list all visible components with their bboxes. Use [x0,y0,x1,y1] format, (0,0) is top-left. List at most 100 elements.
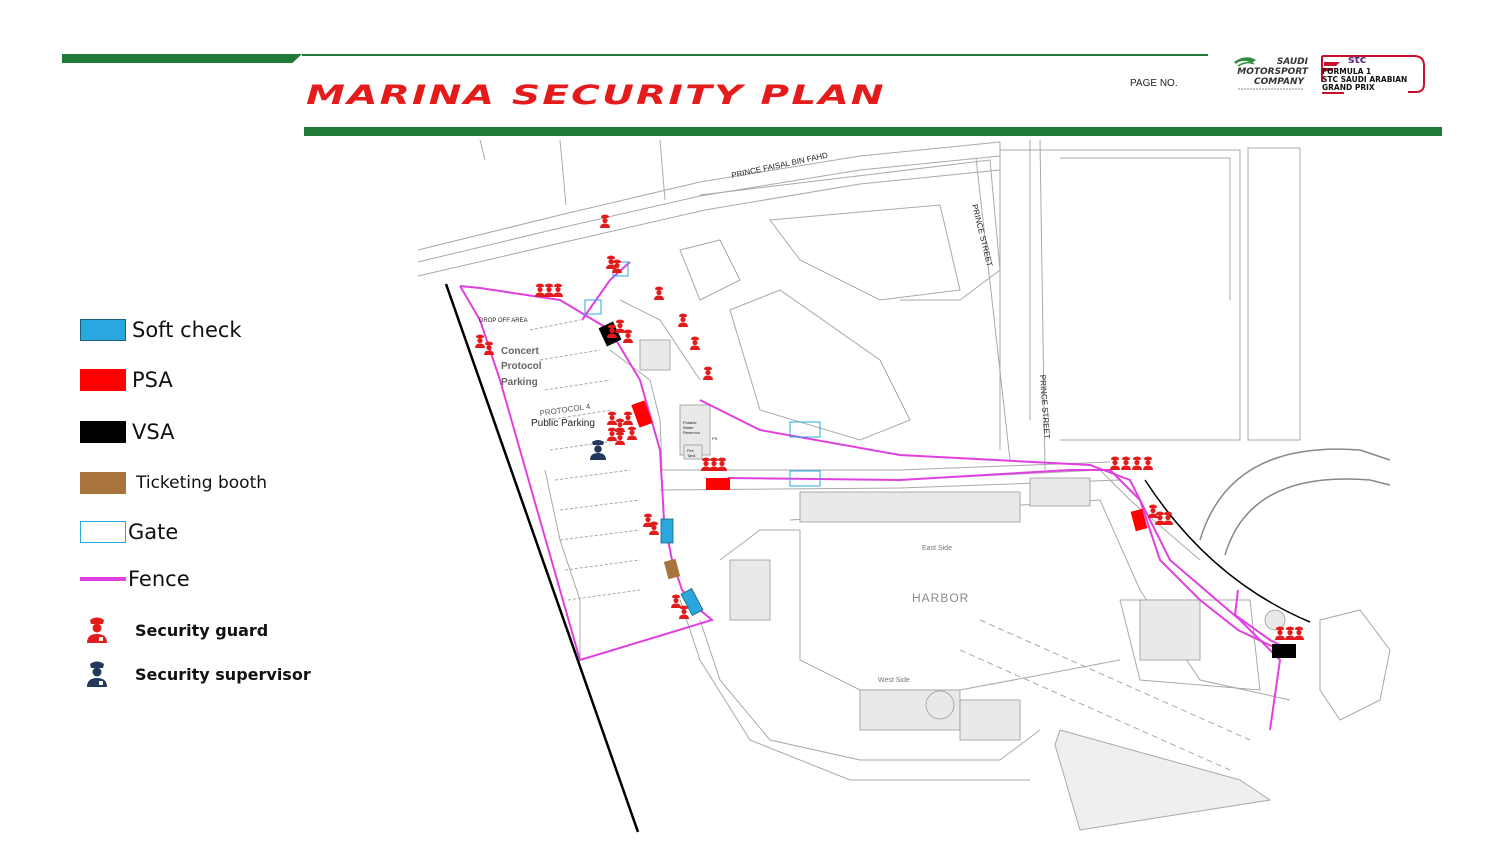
map-label-potable: Potable [683,420,697,425]
gates [584,261,821,487]
psa-marker [1130,508,1148,532]
security-guard-marker [475,334,485,348]
road-label-prince-street-upper: PRINCE STREET [970,203,994,267]
map-label-protocol4: PROTOCOL 4 [539,402,591,418]
legend-label-fence: Fence [128,567,190,591]
security-guard-marker [1285,626,1295,640]
gate-marker [789,470,821,487]
legend-item-ticketing-booth: Ticketing booth [80,472,267,494]
map-label-parking: Parking [501,377,538,388]
map-label-tank: Tank [687,453,695,458]
legend-label-vsa: VSA [132,420,175,444]
fence-lines [459,261,1291,731]
security-guard-marker [615,418,625,432]
map-label-public-parking: Public Parking [531,418,595,429]
security-guard-marker [484,341,494,355]
soft-check-marker [680,588,704,616]
security-guard-marker [654,286,664,300]
ticketing-booth-swatch [80,472,126,494]
security-guard-marker [671,594,681,608]
gate-swatch [80,521,126,543]
road-label-prince-street-lower: PRINCE STREET [1038,375,1051,440]
top-accent-bar [62,54,1208,64]
map-label-drop-off: DROP OFF AREA [479,318,528,324]
vsa-marker [1272,644,1296,658]
logo-text-company: COMPANY [1254,77,1305,87]
legend-item-fence: Fence [80,567,190,591]
legend-label-ticketing-booth: Ticketing booth [136,473,268,493]
map-label-harbor: HARBOR [912,591,969,605]
fence-swatch [80,568,126,590]
legend-item-vsa: VSA [80,420,174,444]
legend-item-psa: PSA [80,368,173,392]
security-guard-marker [615,431,625,445]
security-guard-marker [627,426,637,440]
security-guard-icon [87,617,107,643]
perimeter-black-line [444,283,640,833]
map-label-protocol: Protocol [501,361,542,372]
psa-markers [631,400,1148,532]
security-guard-marker [1294,626,1304,640]
map-label-east-side: East Side [922,545,952,552]
map-label-west-side: West Side [878,677,910,684]
security-guard-marker [1143,456,1153,470]
security-guard-marker [1110,456,1120,470]
psa-swatch [80,369,126,391]
soft-check-markers [660,518,704,616]
legend-label-psa: PSA [132,368,173,392]
security-guard-marker [535,283,545,297]
psa-marker [631,400,653,428]
vsa-swatch [80,421,126,443]
page-number-label: PAGE NO. [1130,78,1178,89]
track-black-line [1144,479,1311,623]
legend-label-soft-check: Soft check [132,318,242,342]
legend-item-soft-check: Soft check [80,318,242,342]
security-guard-marker [600,214,610,228]
security-guard-marker [615,319,625,333]
logo-text-grand-prix: GRAND PRIX [1322,83,1375,92]
road-label-prince-faisal: PRINCE FAISAL BIN FAHD [731,151,829,180]
map-label-reservoir: Reservoir [683,430,701,435]
security-supervisor-marker [590,440,606,460]
logo-text-motorsport: MOTORSPORT [1237,67,1309,77]
legend-item-security-supervisor: Security supervisor [84,660,311,688]
f1-stc-logo: stc FORMULA 1 STC SAUDI ARABIAN GRAND PR… [1318,52,1428,94]
security-guard-marker [607,427,617,441]
security-guard-marker [1132,456,1142,470]
soft-check-marker [660,518,674,544]
gate-marker [584,299,602,315]
saudi-motorsport-logo: SAUDI MOTORSPORT COMPANY [1232,54,1310,92]
map-label-water: Water [683,425,694,430]
legend-item-gate: Gate [80,520,178,544]
logo-text-formula1: FORMULA 1 [1322,67,1371,76]
legend-label-security-guard: Security guard [135,620,269,640]
legend-label-gate: Gate [128,520,179,544]
security-guard-markers [475,214,1304,640]
page-title: MARINA SECURITY PLAN [306,80,886,111]
map-label-ps: PS [712,436,718,441]
logo-text-stc: stc [1348,53,1366,66]
security-guard-marker [553,283,563,297]
map-buildings [639,339,1286,741]
security-guard-marker [649,521,659,535]
security-guard-marker [607,411,617,425]
security-guard-marker [678,313,688,327]
security-guard-marker [544,283,554,297]
security-guard-marker [1275,626,1285,640]
map-label-concert: Concert [501,346,539,357]
security-guard-marker [1148,504,1158,518]
title-underline-bar [304,127,1442,136]
map-label-fire: Fire [687,448,695,453]
security-guard-marker [623,411,633,425]
legend-item-security-guard: Security guard [84,616,268,644]
security-guard-marker [690,336,700,350]
map-linework [417,139,1391,831]
ticketing-booth-marker [663,558,681,580]
logo-text-stc-saudi-arabian: STC SAUDI ARABIAN [1322,75,1407,84]
logo-text-saudi: SAUDI [1277,57,1309,67]
legend-label-security-supervisor: Security supervisor [135,664,311,684]
security-guard-marker [623,329,633,343]
security-guard-marker [717,457,727,471]
security-guard-marker [1163,511,1173,525]
